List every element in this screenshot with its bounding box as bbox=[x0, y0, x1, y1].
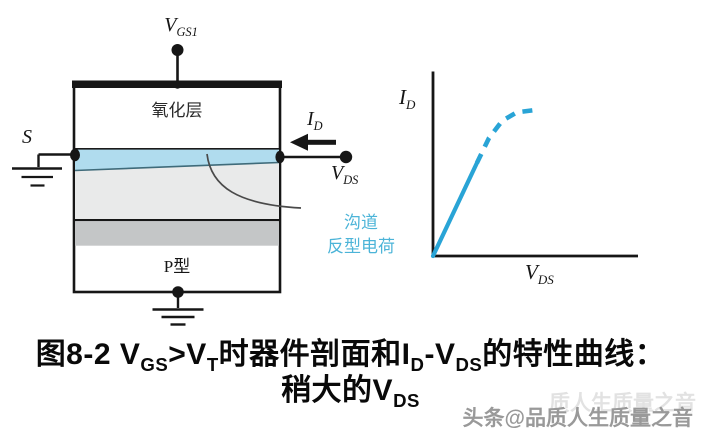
inversion-channel-region bbox=[75, 148, 279, 171]
depletion-boundary-line bbox=[75, 219, 279, 222]
figure-caption-line2: 稍大的VDS bbox=[281, 374, 420, 411]
drain-terminal-dot bbox=[339, 150, 353, 164]
oxide-layer-label: 氧化层 bbox=[151, 101, 203, 120]
channel-note-line2: 反型电荷 bbox=[327, 237, 395, 256]
drain-current-label: ID bbox=[307, 108, 323, 133]
channel-pointer-line bbox=[206, 153, 302, 209]
chart-x-axis-label: VDS bbox=[525, 260, 554, 288]
depletion-region bbox=[75, 162, 279, 219]
source-ground-symbol bbox=[12, 167, 62, 187]
body-ground-symbol bbox=[152, 308, 204, 326]
channel-note-line1: 沟道 bbox=[344, 213, 378, 232]
gate-contact-dot bbox=[173, 80, 182, 89]
channel-note: 沟道 反型电荷 bbox=[305, 211, 417, 259]
bulk-charge-band bbox=[75, 221, 279, 246]
watermark-ghost: 头条@品质人生质量之音 bbox=[548, 392, 696, 413]
iv-curve bbox=[430, 108, 534, 259]
chart-y-axis-label: ID bbox=[399, 85, 416, 113]
figure-caption-line1: 图8-2 VGS>VT时器件剖面和ID-VDS的特性曲线： bbox=[35, 338, 666, 375]
gate-terminal-dot bbox=[171, 44, 184, 56]
channel-bottom-slant-line bbox=[74, 161, 280, 172]
source-contact-dot bbox=[70, 148, 80, 162]
drain-voltage-label: VDS bbox=[331, 162, 359, 187]
iv-curve-linear-region bbox=[430, 160, 479, 259]
drain-current-arrow bbox=[290, 133, 336, 151]
substrate-label: P型 bbox=[163, 257, 191, 276]
watermark: 头条@品质人生质量之音 bbox=[462, 407, 693, 430]
drain-contact-dot bbox=[275, 150, 285, 164]
source-label: S bbox=[22, 126, 32, 148]
iv-curve-saturation-onset bbox=[474, 108, 534, 165]
gate-voltage-label: VGS1 bbox=[164, 14, 198, 39]
